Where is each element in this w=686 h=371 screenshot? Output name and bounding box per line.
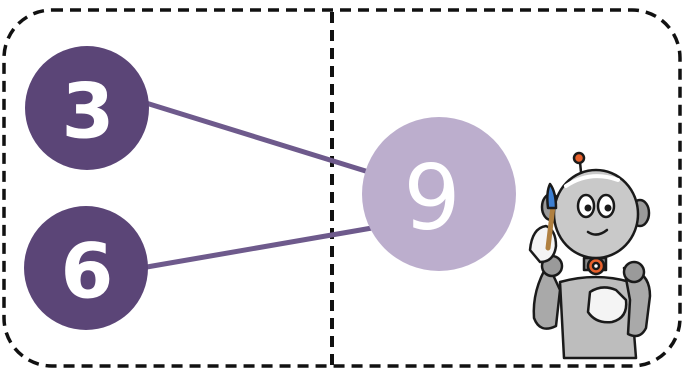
part-circle-bottom: 6 (24, 206, 148, 330)
part-circle-top: 3 (25, 46, 149, 170)
whole-value: 9 (403, 146, 460, 251)
part-value-top: 3 (62, 67, 115, 156)
connector-line-top (146, 103, 372, 173)
connector-line-bottom (141, 228, 372, 268)
part-value-bottom: 6 (61, 227, 114, 316)
robot-thinking-icon (530, 153, 650, 358)
whole-circle: 9 (362, 117, 516, 271)
